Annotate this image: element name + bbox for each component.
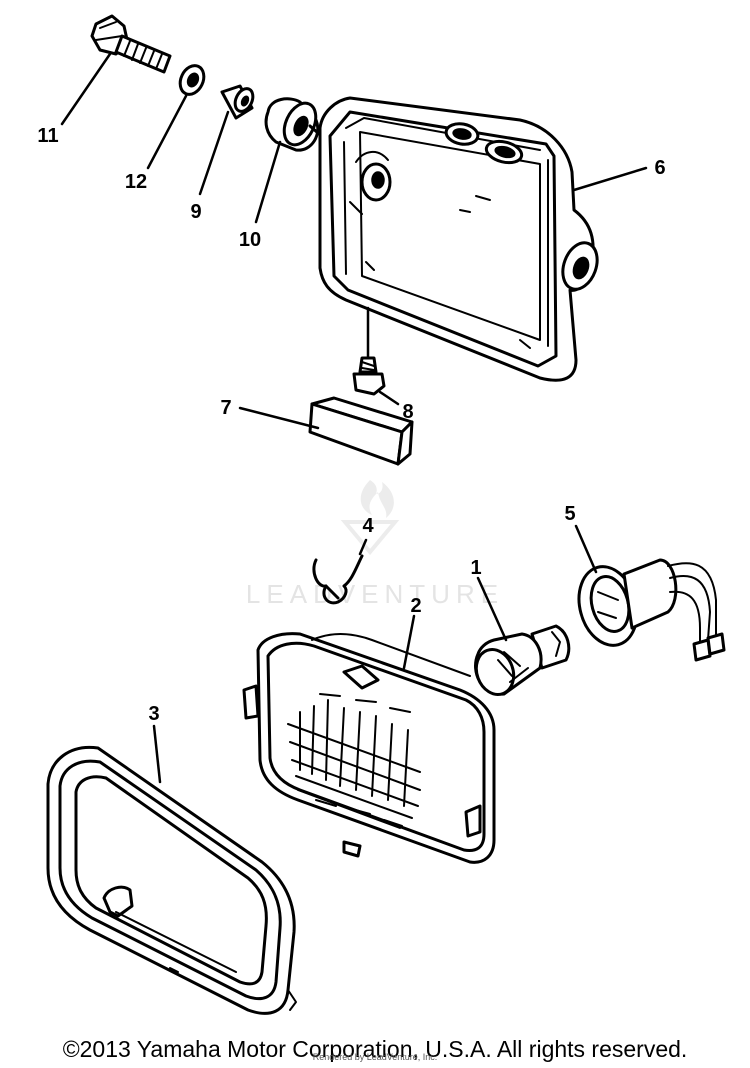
leader-7 [238, 406, 320, 430]
part-3-rim [46, 745, 297, 1015]
rendered-by-notice: Rendered by LeadVenture, Inc. [312, 1052, 438, 1062]
lens-pattern [287, 693, 421, 829]
leader-6 [572, 166, 648, 192]
part-5-socket [577, 558, 726, 662]
part-9-collar [220, 84, 255, 120]
callout-3: 3 [148, 703, 159, 725]
leader-9 [198, 110, 230, 196]
part-1-bulb [474, 624, 571, 696]
callout-7: 7 [220, 397, 231, 419]
leader-10 [254, 140, 282, 224]
leader-1 [476, 576, 508, 642]
part-4-spring-clip [312, 554, 364, 605]
part-2-lens-unit [242, 632, 496, 864]
leader-5 [574, 524, 598, 574]
callout-10: 10 [239, 229, 261, 251]
part-12-washer [178, 64, 206, 96]
leadventure-watermark: LEADVENTURE [246, 480, 504, 609]
callout-5: 5 [564, 503, 575, 525]
part-6-housing [318, 96, 599, 382]
leader-11 [60, 52, 112, 126]
callout-2: 2 [410, 595, 421, 617]
part-8-screw [352, 306, 386, 396]
callout-9: 9 [190, 201, 201, 223]
watermark-text: LEADVENTURE [246, 579, 504, 609]
callout-6: 6 [654, 157, 665, 179]
callout-1: 1 [470, 557, 481, 579]
leader-8 [378, 390, 400, 406]
part-10-grommet [264, 97, 328, 152]
leader-3 [152, 724, 162, 784]
part-7-pad [308, 396, 414, 466]
callout-11: 11 [37, 125, 58, 147]
callout-8: 8 [402, 401, 413, 423]
leader-lines [60, 52, 648, 784]
copyright-notice: ©2013 Yamaha Motor Corporation, U.S.A. A… [62, 1036, 688, 1062]
callout-12: 12 [125, 171, 147, 193]
callout-labels: 11 12 9 10 6 7 8 4 5 1 2 3 [37, 125, 665, 725]
part-11-bolt [90, 14, 172, 74]
leader-2 [402, 614, 416, 670]
leader-4 [358, 538, 368, 556]
callout-4: 4 [362, 515, 374, 537]
leader-12 [146, 94, 188, 170]
